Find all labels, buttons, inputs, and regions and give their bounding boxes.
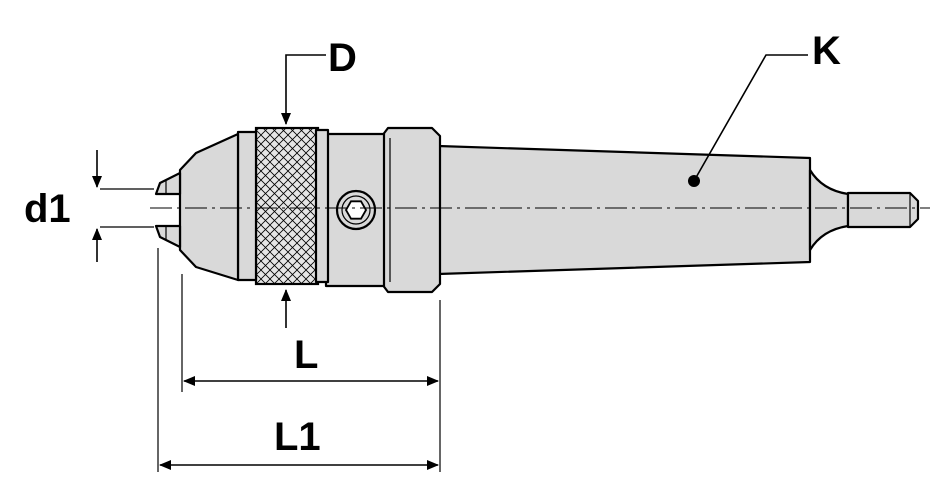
- sleeve-ring-left: [236, 130, 258, 282]
- nose-cone: [178, 132, 240, 282]
- knurled-sleeve: [254, 126, 320, 286]
- k-leader-line: [693, 54, 808, 182]
- label-l1: L1: [274, 415, 321, 459]
- label-l: L: [294, 333, 318, 377]
- rear-collar: [380, 126, 442, 294]
- tang: [846, 191, 920, 229]
- jaw-bottom: [154, 224, 182, 249]
- hex-socket-icon: [344, 200, 368, 220]
- jaw-top: [154, 171, 182, 196]
- sleeve-ring-right: [314, 128, 330, 284]
- d-leader-top: [281, 54, 326, 125]
- label-k: K: [812, 29, 841, 73]
- key-screw-ring: [341, 195, 371, 225]
- label-d1: d1: [24, 187, 71, 231]
- taper-shank: [436, 144, 812, 276]
- label-d: D: [328, 36, 357, 80]
- shank-neck: [808, 168, 850, 252]
